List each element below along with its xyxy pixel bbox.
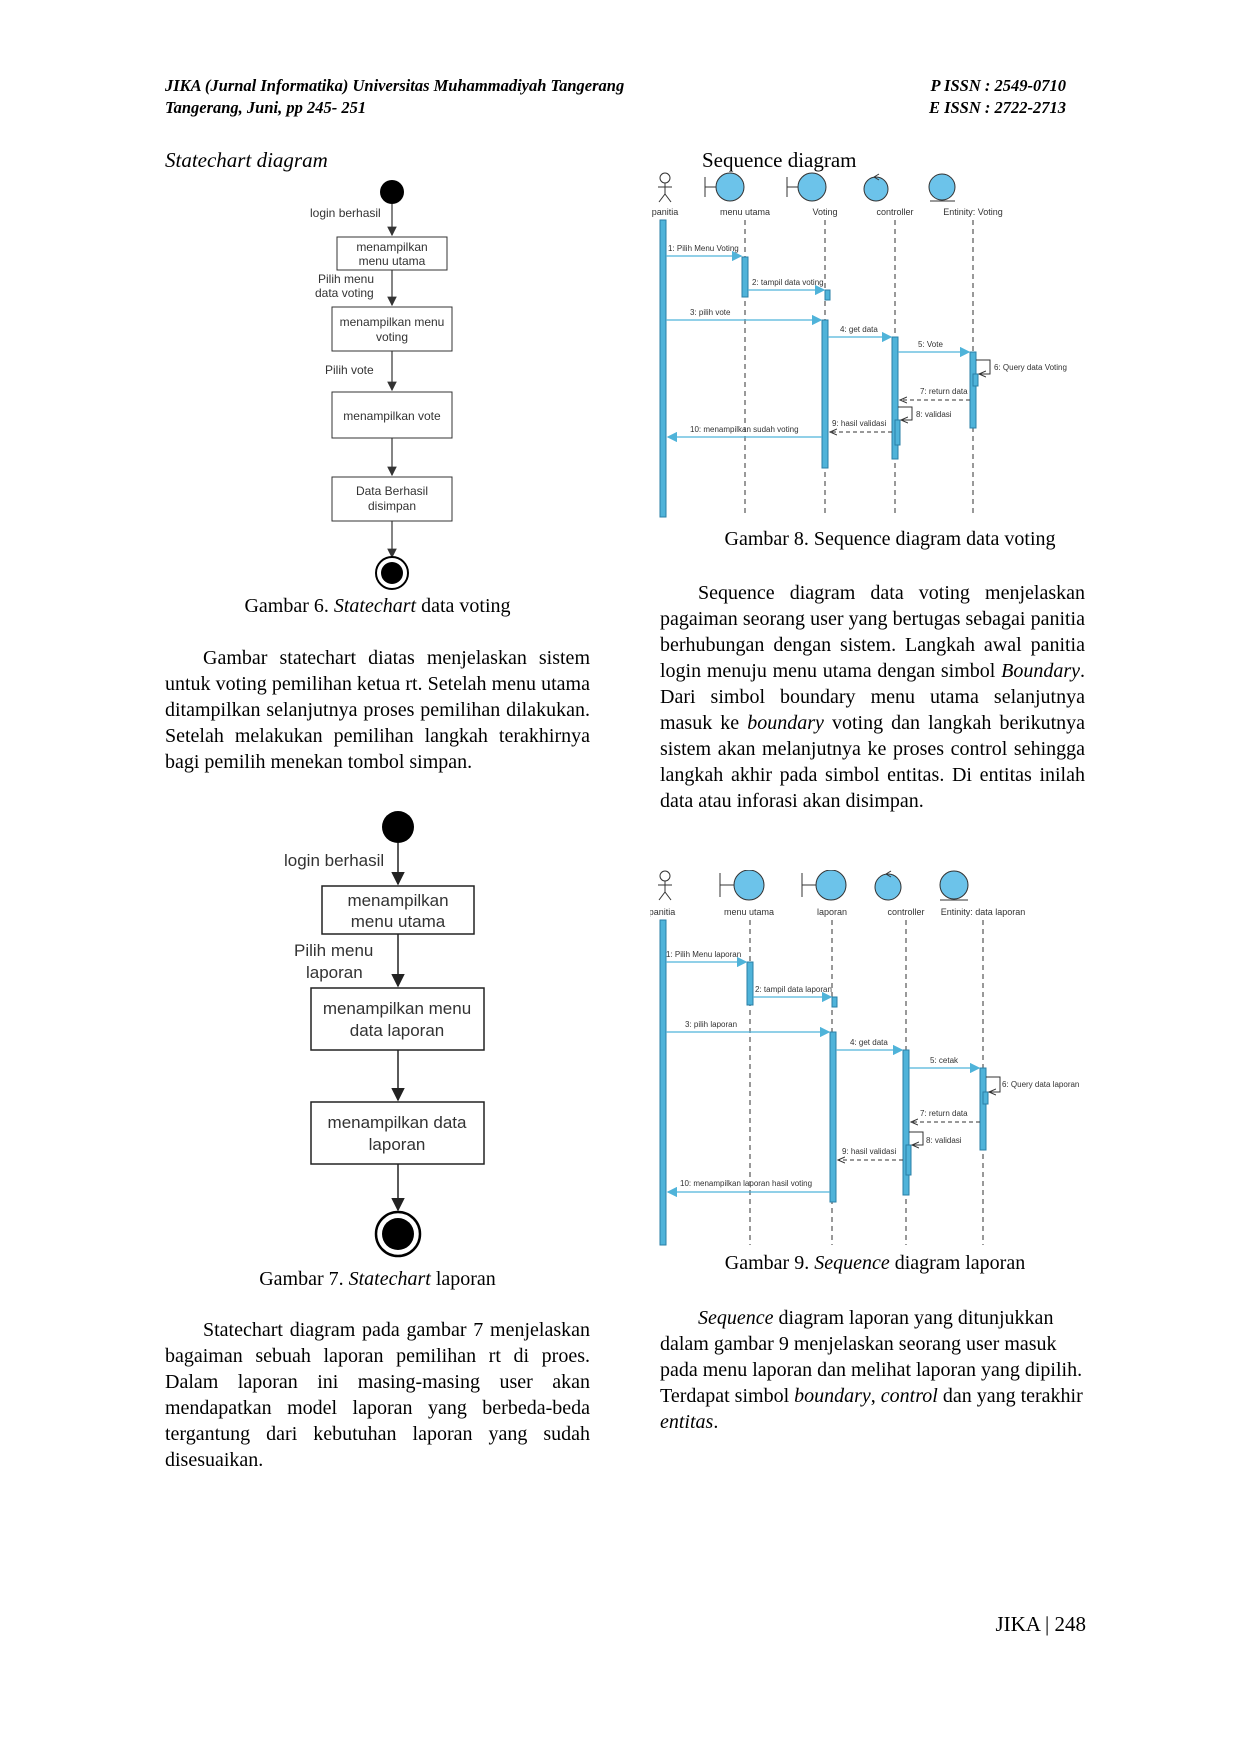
- message-label: 10: menampilkan sudah voting: [690, 425, 799, 434]
- message-label: 5: Vote: [918, 340, 943, 349]
- lifeline-label: Entinity: Voting: [943, 207, 1003, 217]
- journal-location: Tangerang, Juni, pp 245- 251: [165, 98, 367, 117]
- state-label: disimpan: [368, 499, 416, 513]
- message-label: 4: get data: [850, 1038, 888, 1047]
- control-icon: [874, 870, 902, 901]
- lifeline-label: controller: [887, 907, 924, 917]
- message-label: 7: return data: [920, 1109, 968, 1118]
- initial-state: [380, 180, 404, 204]
- sequence-heading: Sequence diagram: [702, 148, 857, 172]
- transition-label: login berhasil: [310, 206, 381, 220]
- lifeline-label: controller: [876, 207, 913, 217]
- state-label: data laporan: [350, 1021, 445, 1040]
- state-label: menu utama: [359, 254, 426, 268]
- activation-bar: [829, 1031, 837, 1203]
- activation-bar: [659, 919, 667, 1246]
- message-label: 3: pilih laporan: [685, 1020, 737, 1029]
- lifeline-label: menu utama: [724, 907, 774, 917]
- transition-label: login berhasil: [284, 851, 384, 870]
- left-paragraph-1: Gambar statechart diatas menjelaskan sis…: [165, 647, 590, 773]
- figure-6-caption: Gambar 6. Statechart data voting: [244, 595, 511, 617]
- message-label: 9: hasil validasi: [832, 419, 886, 428]
- right-paragraph-2: Sequence diagram laporan yang ditunjukka…: [660, 1307, 1083, 1433]
- message-label: 3: pilih vote: [690, 308, 731, 317]
- message-label: 8: validasi: [926, 1136, 962, 1145]
- state-label: menampilkan data: [328, 1113, 467, 1132]
- journal-title: JIKA (Jurnal Informatika) Universitas Mu…: [165, 76, 625, 95]
- activation-bar: [821, 319, 829, 469]
- left-paragraph-2: Statechart diagram pada gambar 7 menjela…: [165, 1319, 590, 1471]
- message-label: 1: Pilih Menu laporan: [666, 950, 741, 959]
- message-label: 2: tampil data laporan: [755, 985, 832, 994]
- activation-bar: [902, 1049, 910, 1196]
- state-label: menampilkan vote: [343, 409, 441, 423]
- transition-label: laporan: [306, 963, 363, 982]
- figure-7-caption: Gambar 7. Statechart laporan: [259, 1268, 496, 1290]
- p-issn: P ISSN : 2549-0710: [930, 76, 1066, 95]
- message-label: 10: menampilkan laporan hasil voting: [680, 1179, 812, 1188]
- sequence-voting-figure: panitia menu utama Voting controller Ent…: [652, 172, 1067, 518]
- statechart-voting-figure: login berhasil menampilkan menu utama Pi…: [310, 180, 453, 590]
- state-box: [310, 1101, 485, 1165]
- statechart-heading: Statechart diagram: [165, 148, 328, 172]
- lifeline-label: laporan: [817, 907, 847, 917]
- message-label: 6: Query data laporan: [1002, 1080, 1079, 1089]
- lifeline-label: Voting: [812, 207, 837, 217]
- state-label: Data Berhasil: [356, 484, 428, 498]
- state-label: menampilkan: [347, 891, 448, 910]
- figure-8-caption: Gambar 8. Sequence diagram data voting: [724, 528, 1056, 550]
- state-label: menampilkan: [356, 240, 427, 254]
- transition-label: data voting: [315, 286, 374, 300]
- figure-9-caption: Gambar 9. Sequence diagram laporan: [724, 1252, 1026, 1274]
- message-label: 7: return data: [920, 387, 968, 396]
- boundary-icon: [786, 172, 827, 202]
- right-paragraph-1: Sequence diagram data voting menjelaskan…: [660, 582, 1086, 812]
- activation-bar: [746, 961, 754, 1006]
- activation-bar: [969, 351, 977, 429]
- actor-icon: [658, 870, 672, 901]
- entity-icon: [928, 173, 956, 202]
- sequence-laporan-figure: panitia menu utama laporan controller En…: [650, 870, 1079, 1246]
- state-box: [331, 476, 453, 522]
- state-label: laporan: [369, 1135, 426, 1154]
- entity-icon: [939, 870, 969, 901]
- state-label: voting: [376, 330, 408, 344]
- boundary-icon: [801, 870, 847, 901]
- initial-state: [382, 811, 414, 843]
- message-label: 5: cetak: [930, 1056, 959, 1065]
- message-label: 4: get data: [840, 325, 878, 334]
- actor-icon: [658, 172, 672, 203]
- activation-bar: [891, 336, 899, 460]
- message-label: 6: Query data Voting: [994, 363, 1067, 372]
- state-label: menu utama: [351, 912, 446, 931]
- transition-label: Pilih menu: [294, 941, 373, 960]
- message-label: 1: Pilih Menu Voting: [668, 244, 739, 253]
- state-box: [331, 391, 453, 439]
- state-label: menampilkan menu: [340, 315, 445, 329]
- transition-label: Pilih vote: [325, 363, 374, 377]
- activation-bar: [979, 1067, 987, 1151]
- state-box: [310, 987, 485, 1051]
- message-label: 2: tampil data voting: [752, 278, 824, 287]
- lifeline-label: menu utama: [720, 207, 770, 217]
- control-icon: [863, 173, 889, 202]
- activation-bar: [659, 219, 667, 518]
- e-issn: E ISSN : 2722-2713: [928, 98, 1066, 117]
- activation-bar: [741, 256, 749, 298]
- message-label: 8: validasi: [916, 410, 952, 419]
- statechart-laporan-figure: login berhasil menampilkan menu utama Pi…: [284, 811, 485, 1258]
- lifeline-label: Entinity: data laporan: [941, 907, 1026, 917]
- boundary-icon: [704, 172, 745, 202]
- boundary-icon: [719, 870, 765, 901]
- page-number: JIKA | 248: [995, 1612, 1086, 1636]
- lifeline-label: panitia: [652, 207, 679, 217]
- lifeline-label: panitia: [650, 907, 675, 917]
- transition-label: Pilih menu: [318, 272, 374, 286]
- state-box: [331, 306, 453, 352]
- message-label: 9: hasil validasi: [842, 1147, 896, 1156]
- state-label: menampilkan menu: [323, 999, 471, 1018]
